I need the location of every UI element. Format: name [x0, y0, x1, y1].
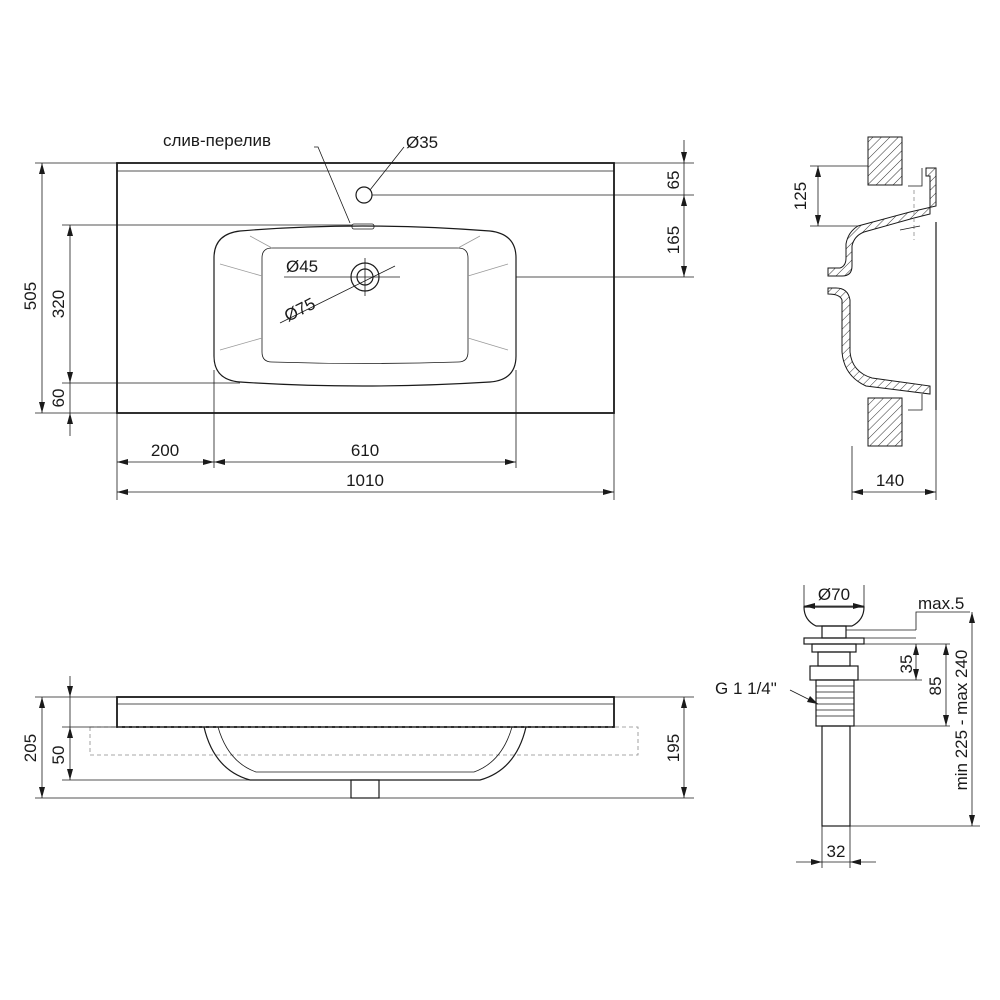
- label-drain-d45: Ø45: [286, 257, 318, 276]
- front-view: 205 50 195: [21, 676, 694, 799]
- bowl-outer-top: [213, 225, 517, 387]
- label-range: min 225 - max 240: [952, 650, 971, 791]
- basin-outline-front: [116, 696, 615, 728]
- dim-140: 140: [876, 471, 904, 490]
- dim-610: 610: [351, 441, 379, 460]
- dim-125: 125: [791, 182, 810, 210]
- dim-320: 320: [49, 290, 68, 318]
- dim-200: 200: [151, 441, 179, 460]
- dim-1010: 1010: [346, 471, 384, 490]
- tap-hole: [355, 186, 373, 204]
- label-hole-d35: Ø35: [406, 133, 438, 152]
- dim-60: 60: [49, 389, 68, 408]
- tail-pipe: [821, 725, 851, 827]
- dim-drain-32: 32: [827, 842, 846, 861]
- label-overflow: слив-перелив: [163, 131, 271, 150]
- wall-section-top: [867, 136, 903, 186]
- dim-505: 505: [21, 282, 40, 310]
- side-view: 125 140: [791, 136, 937, 500]
- dim-205: 205: [21, 734, 40, 762]
- drain-detail: Ø70 max.5 35 85: [715, 585, 980, 868]
- threaded-body: [815, 679, 855, 727]
- drain-stub: [350, 779, 380, 799]
- dim-50: 50: [49, 746, 68, 765]
- basin-profile: [827, 167, 937, 277]
- drain-cap: [803, 606, 865, 627]
- dim-195: 195: [664, 734, 683, 762]
- top-view: слив-перелив Ø35 Ø45 Ø75 65 165 505 320 …: [21, 131, 694, 500]
- label-d70: Ø70: [818, 585, 850, 604]
- dim-drain-85: 85: [926, 677, 945, 696]
- label-thread: G 1 1/4": [715, 679, 777, 698]
- bowl-inner-top: [261, 247, 469, 364]
- dim-drain-35: 35: [897, 655, 916, 674]
- label-drain-d75: Ø75: [281, 294, 318, 326]
- dim-165: 165: [664, 226, 683, 254]
- label-max5: max.5: [918, 594, 964, 613]
- wall-section-bottom: [867, 397, 903, 447]
- dim-65: 65: [664, 171, 683, 190]
- basin-outline-top: [116, 162, 615, 414]
